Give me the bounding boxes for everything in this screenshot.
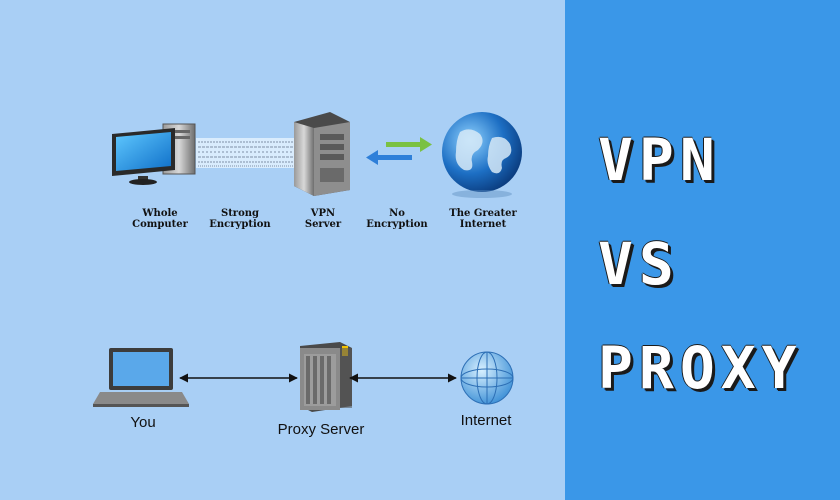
label-strong-encryption: Strong Encryption <box>209 208 271 230</box>
desktop-computer-icon <box>112 123 196 185</box>
encryption-stream <box>196 138 296 168</box>
diagram-canvas <box>93 112 522 412</box>
label-greater-internet: The Greater Internet <box>449 208 517 230</box>
server-tower-icon <box>294 112 350 196</box>
globe-icon <box>442 112 522 198</box>
title-proxy: PROXY <box>598 334 803 402</box>
label-no-encryption: No Encryption <box>366 208 428 230</box>
label-proxy-server: Proxy Server <box>277 421 365 438</box>
label-internet: Internet <box>460 412 512 429</box>
proxy-server-icon <box>300 342 352 412</box>
laptop-icon <box>93 348 189 407</box>
transfer-arrows-icon <box>366 137 432 165</box>
internet-globe-icon <box>460 351 514 405</box>
title-vs: VS <box>598 230 680 298</box>
right-panel <box>565 0 840 500</box>
title-vpn: VPN <box>598 126 721 194</box>
label-you: You <box>130 414 156 431</box>
label-vpn-server: VPN Server <box>304 208 342 230</box>
label-whole-computer: Whole Computer <box>132 208 188 230</box>
left-panel <box>0 0 565 500</box>
